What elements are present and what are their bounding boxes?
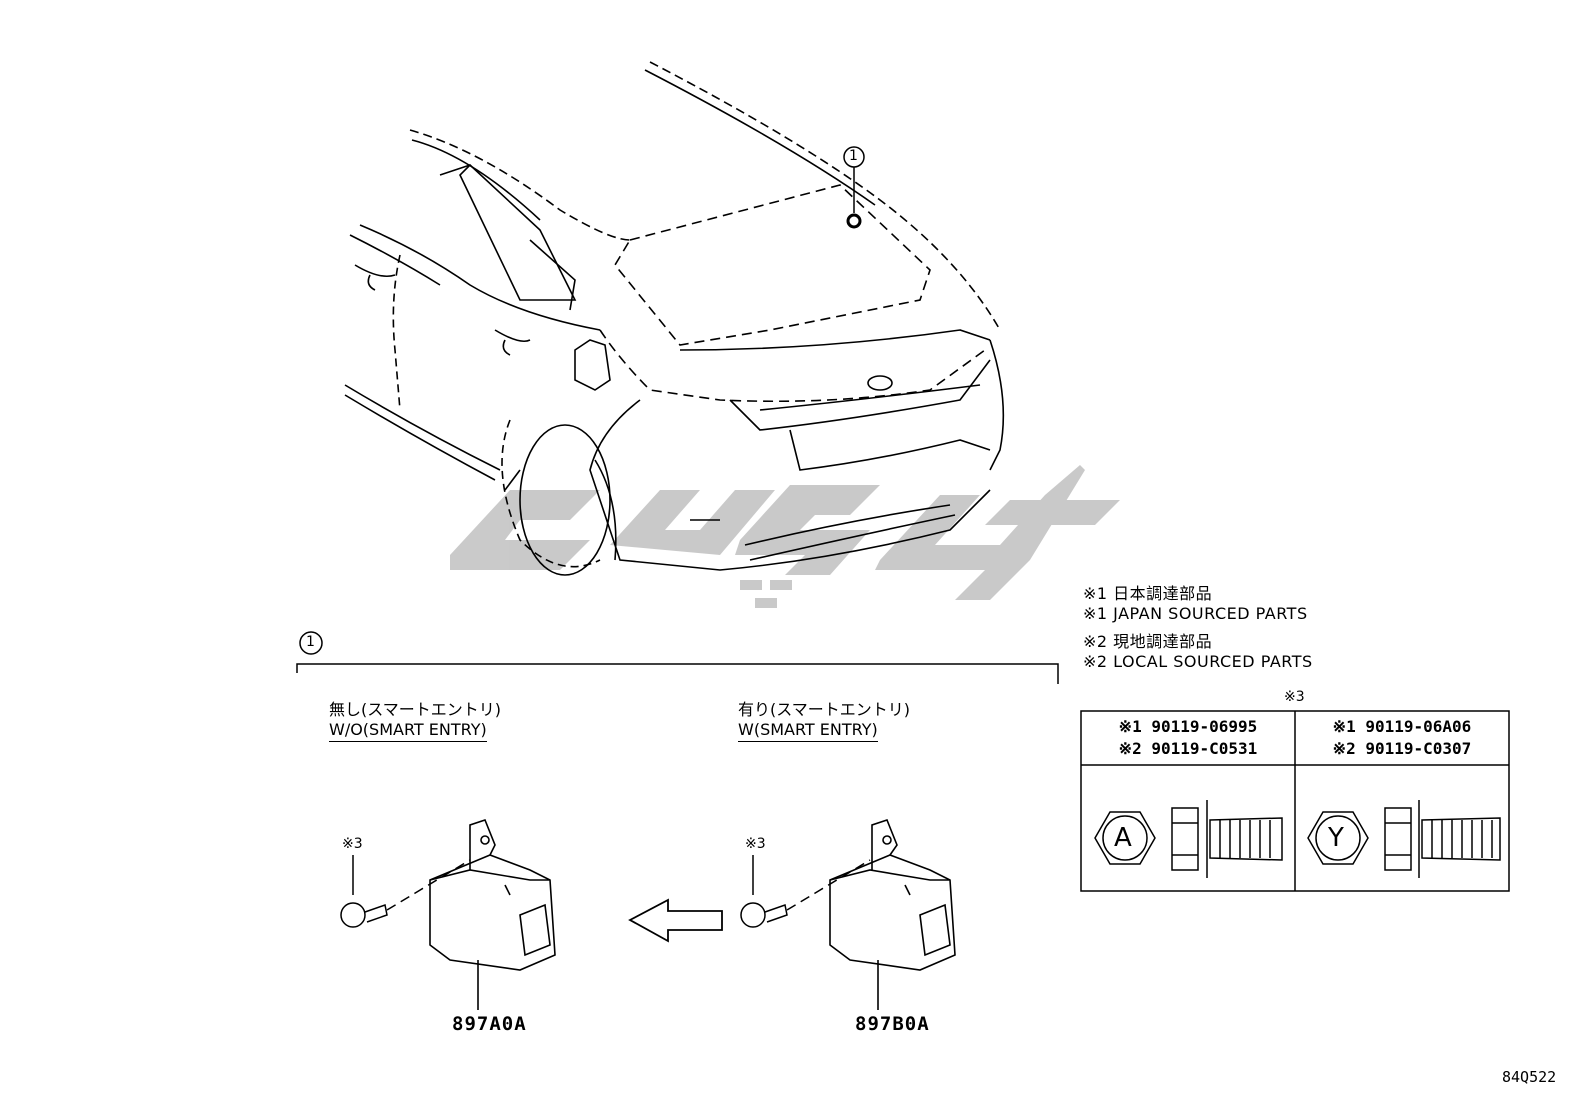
bolt-table-title: ※3	[1284, 689, 1305, 705]
variant-left-label-en: W/O(SMART ENTRY)	[329, 720, 487, 742]
bolt-right	[740, 855, 871, 928]
bolt-table-col2-line2: ※2 90119-C0307	[1332, 739, 1472, 758]
bolt-table	[1080, 710, 1510, 892]
bolt-head-mark-a: A	[1114, 823, 1132, 853]
bolt-head-mark-y: Y	[1328, 823, 1344, 853]
legend-line-1: ※1 日本調達部品	[1083, 584, 1213, 603]
bolt-left	[340, 855, 471, 928]
section-bracket	[296, 631, 1059, 684]
variant-left-label-jp: 無し(スマートエントリ)	[329, 700, 502, 719]
variant-right-label-en: W(SMART ENTRY)	[738, 720, 878, 742]
legend-line-2: ※1 JAPAN SOURCED PARTS	[1083, 604, 1308, 623]
variant-right-part-number: 897B0A	[855, 1013, 930, 1035]
ecu-module-right	[829, 819, 956, 1010]
section-callout-number: 1	[306, 634, 315, 650]
legend-line-3: ※2 現地調達部品	[1083, 632, 1213, 651]
bolt-table-col2-line1: ※1 90119-06A06	[1332, 717, 1472, 736]
bolt-drawing-y	[1307, 800, 1501, 878]
bolt-drawing-a	[1094, 800, 1283, 878]
bolt-table-col1-line2: ※2 90119-C0531	[1118, 739, 1258, 758]
car-outline	[344, 61, 1005, 576]
bolt-table-col1-line1: ※1 90119-06995	[1118, 717, 1258, 736]
variant-right-label-jp: 有り(スマートエントリ)	[738, 700, 911, 719]
legend-line-4: ※2 LOCAL SOURCED PARTS	[1083, 652, 1313, 671]
ecu-module-left	[429, 819, 556, 1010]
variant-left-bolt-note: ※3	[342, 836, 363, 852]
diagram-code: 84Q522	[1502, 1068, 1557, 1086]
arrow-left-icon	[628, 898, 723, 943]
variant-right-bolt-note: ※3	[745, 836, 766, 852]
callout-number: 1	[849, 148, 858, 164]
callout-marker	[843, 146, 865, 229]
variant-left-part-number: 897A0A	[452, 1013, 527, 1035]
watermark-logo	[450, 465, 1120, 608]
